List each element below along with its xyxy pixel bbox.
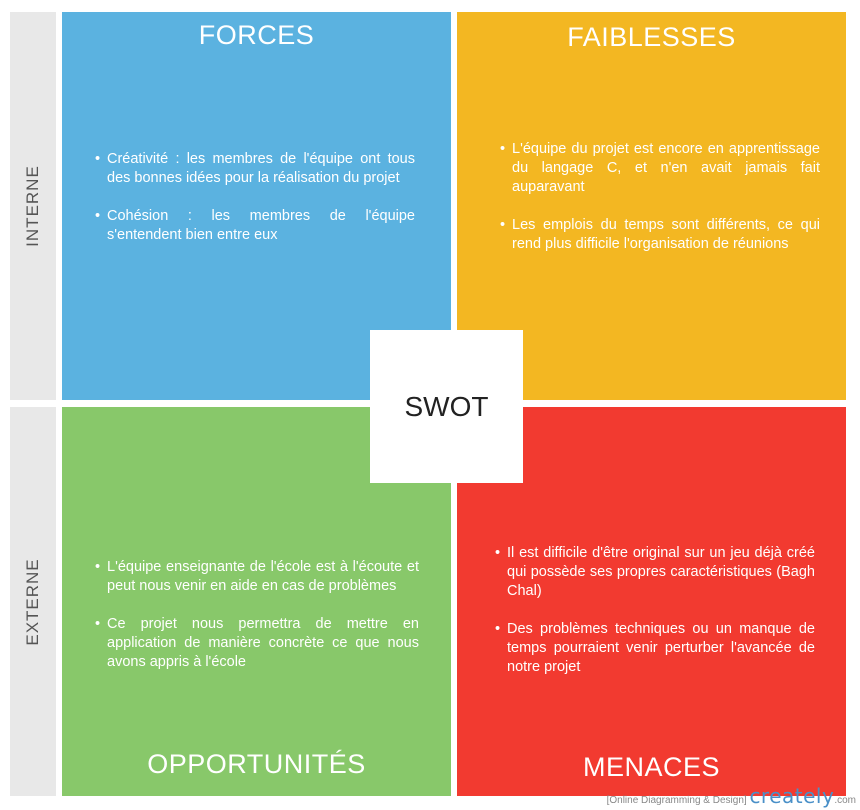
list-item: Cohésion : les membres de l'équipe s'ent… — [95, 207, 415, 245]
list-item: Ce projet nous permettra de mettre en ap… — [95, 615, 419, 672]
weaknesses-title: FAIBLESSES — [567, 22, 736, 52]
internal-label: INTERNE — [23, 165, 42, 247]
strengths-list: Créativité : les membres de l'équipe ont… — [95, 150, 415, 264]
weaknesses-quadrant: FAIBLESSES L'équipe du projet est encore… — [457, 12, 846, 400]
list-item: Des problèmes techniques ou un manque de… — [495, 620, 815, 677]
swot-label: SWOT — [404, 390, 489, 422]
external-band: EXTERNE — [10, 407, 56, 796]
list-item: Il est difficile d'être original sur un … — [495, 544, 815, 601]
threats-title: MENACES — [582, 752, 721, 782]
list-item: Les emplois du temps sont différents, ce… — [500, 216, 820, 254]
creately-logo: creately — [749, 784, 835, 808]
opportunities-list: L'équipe enseignante de l'école est à l'… — [95, 558, 419, 691]
opportunities-title: OPPORTUNITÉS — [147, 749, 366, 779]
watermark-domain: .com — [834, 795, 856, 806]
threats-list: Il est difficile d'être original sur un … — [495, 544, 815, 696]
external-label: EXTERNE — [23, 557, 42, 646]
swot-center-box: SWOT — [370, 330, 523, 483]
strengths-title: FORCES — [198, 20, 315, 50]
list-item: Créativité : les membres de l'équipe ont… — [95, 150, 415, 188]
list-item: L'équipe enseignante de l'école est à l'… — [95, 558, 419, 596]
watermark-tagline: [Online Diagramming & Design] — [606, 795, 747, 806]
list-item: L'équipe du projet est encore en apprent… — [500, 140, 820, 197]
creately-watermark: [Online Diagramming & Design] creately.c… — [607, 784, 856, 808]
weaknesses-list: L'équipe du projet est encore en apprent… — [500, 140, 820, 273]
strengths-quadrant: FORCES Créativité : les membres de l'équ… — [62, 12, 451, 400]
internal-band: INTERNE — [10, 12, 56, 400]
